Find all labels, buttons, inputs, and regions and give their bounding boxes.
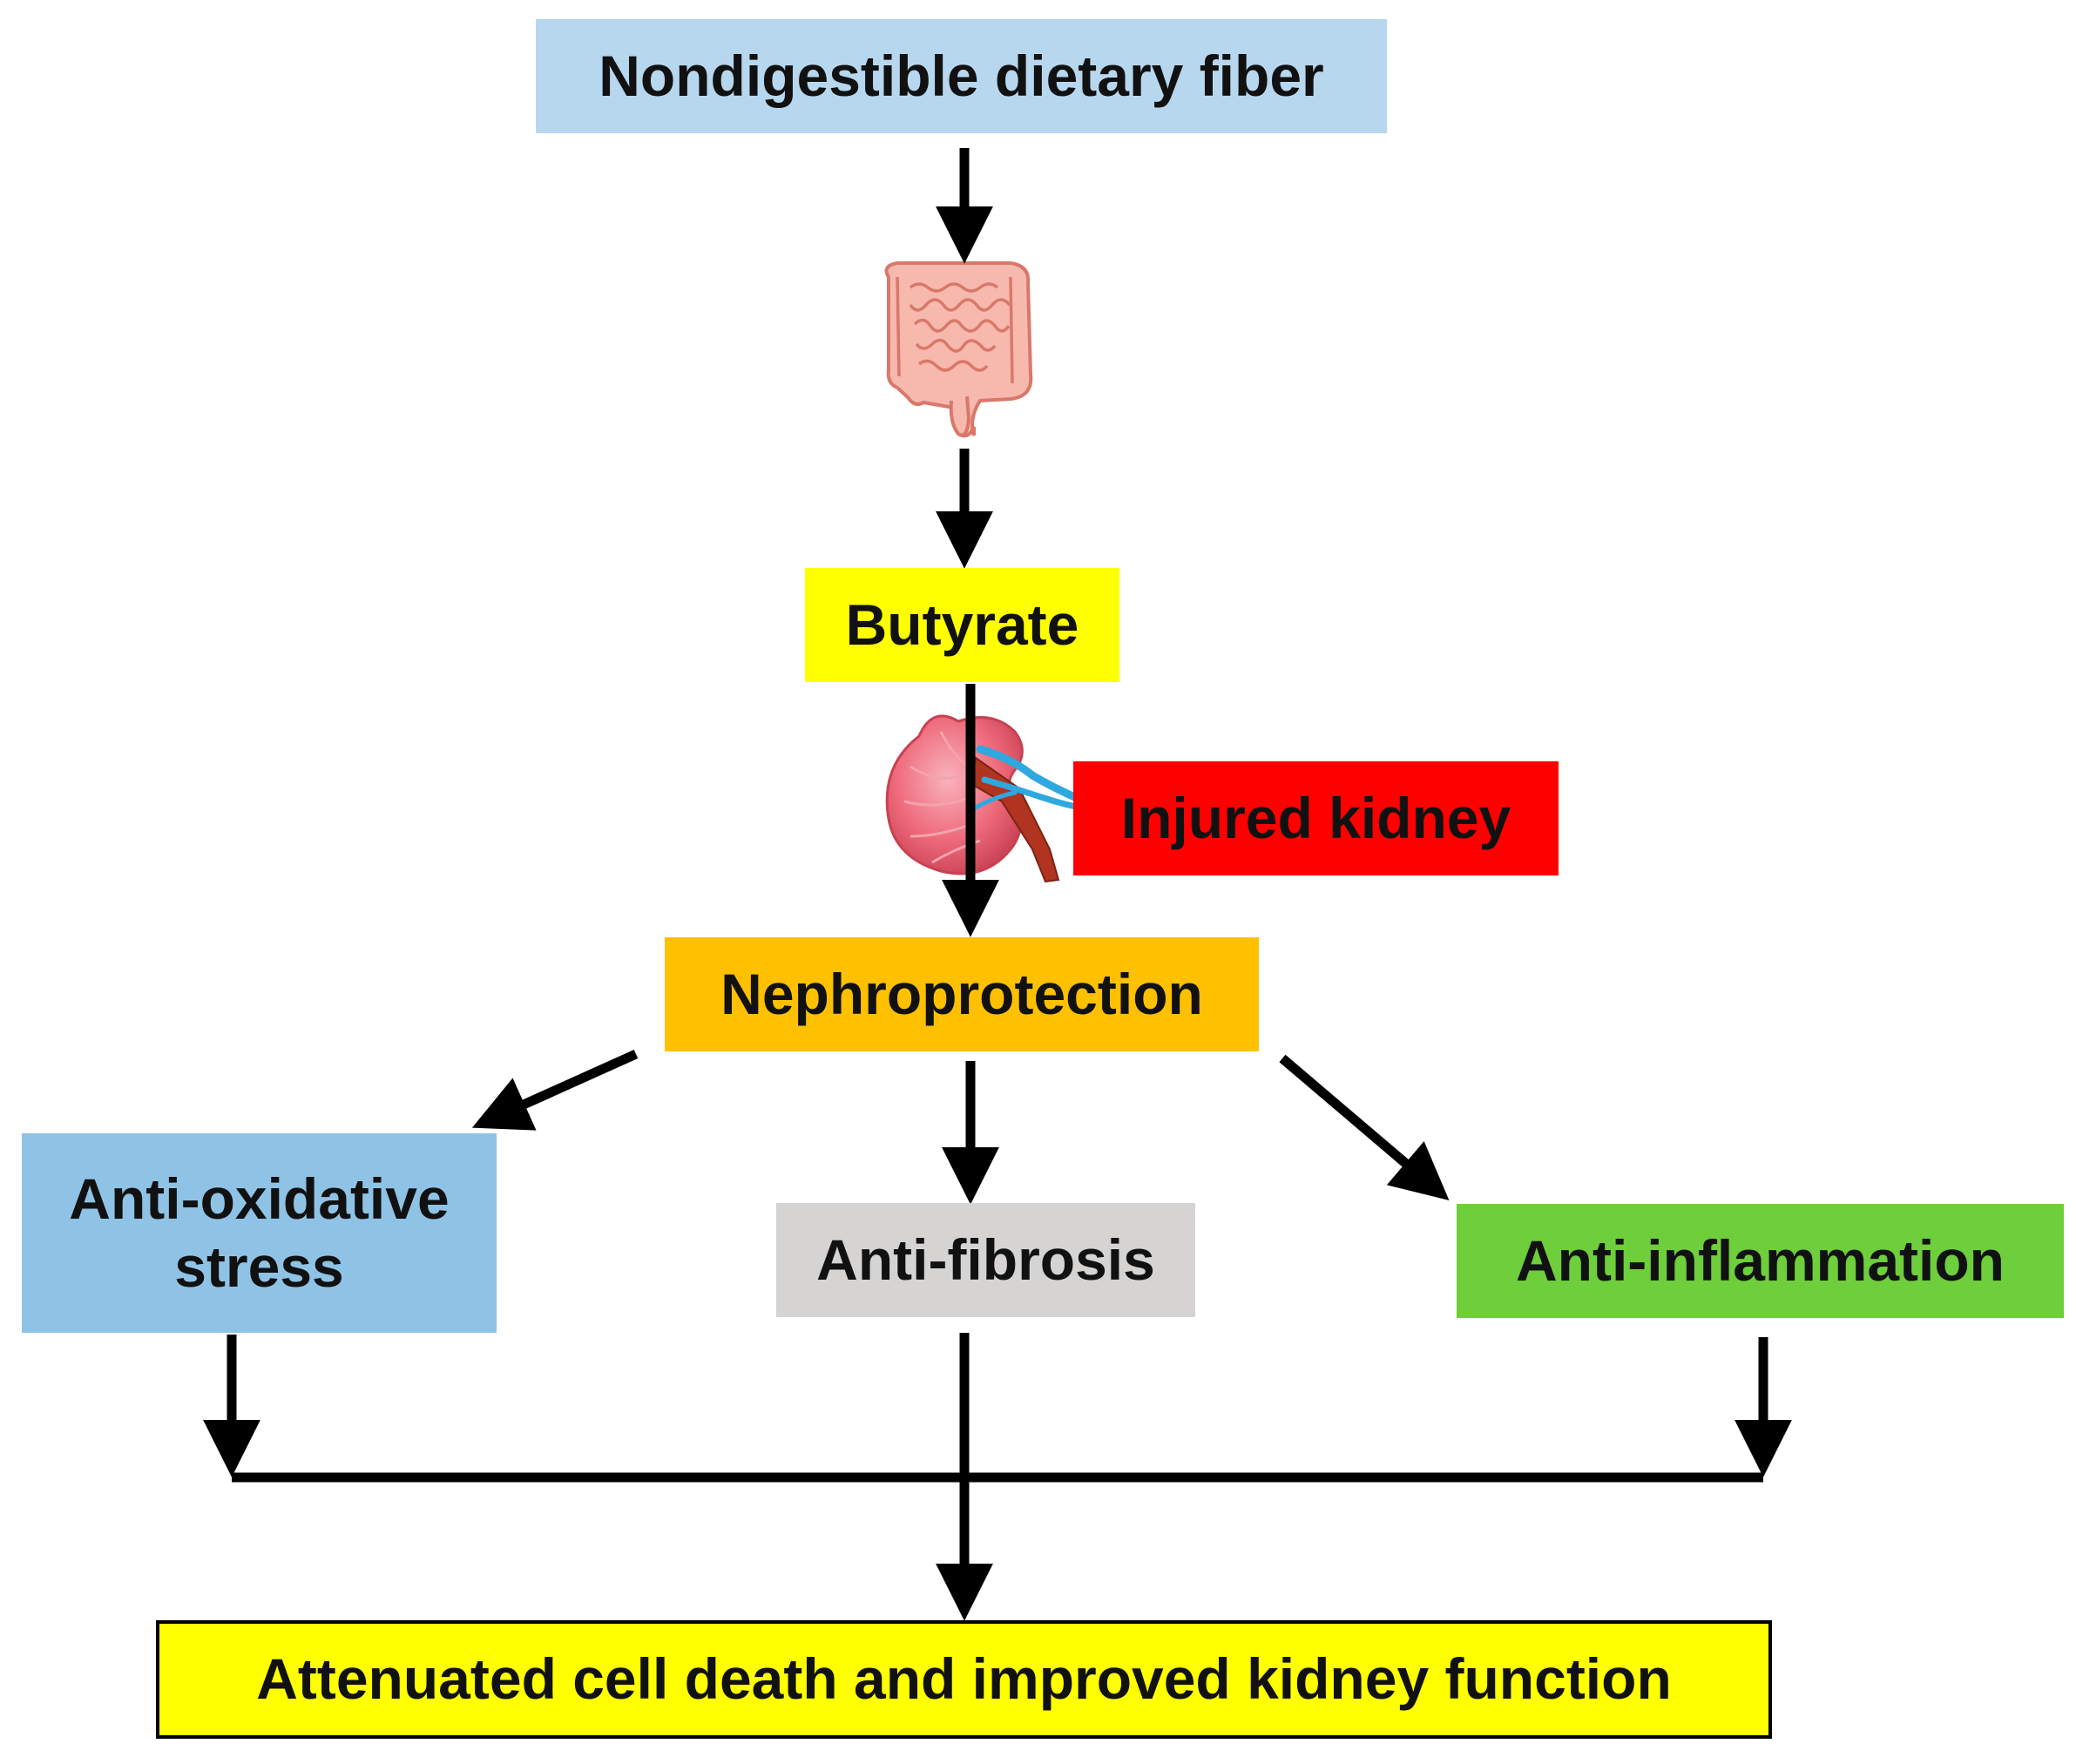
node-dietary-fiber: Nondigestible dietary fiber xyxy=(536,19,1387,133)
node-butyrate: Butyrate xyxy=(805,568,1119,682)
node-outcome-label: Attenuated cell death and improved kidne… xyxy=(256,1646,1672,1712)
node-anti-fibrosis: Anti-fibrosis xyxy=(776,1203,1195,1317)
node-dietary-fiber-label: Nondigestible dietary fiber xyxy=(598,43,1324,108)
intestine-icon xyxy=(884,261,1033,438)
node-anti-oxidative-line2: stress xyxy=(174,1233,344,1299)
node-outcome: Attenuated cell death and improved kidne… xyxy=(156,1620,1772,1739)
node-anti-oxidative-line1: Anti-oxidative xyxy=(69,1166,450,1231)
node-anti-inflammation: Anti-inflammation xyxy=(1457,1204,2064,1318)
node-anti-inflammation-label: Anti-inflammation xyxy=(1516,1227,2005,1293)
arrow-nephro-to-oxid xyxy=(471,1049,639,1131)
node-nephroprotection: Nephroprotection xyxy=(665,937,1259,1051)
node-anti-oxidative-stress: Anti-oxidative stress xyxy=(22,1133,497,1333)
node-butyrate-label: Butyrate xyxy=(845,591,1079,657)
arrow-nephro-to-inflam xyxy=(1279,1054,1450,1200)
kidney-icon xyxy=(885,714,1097,883)
node-injured-kidney: Injured kidney xyxy=(1073,761,1559,875)
node-injured-kidney-label: Injured kidney xyxy=(1120,785,1511,850)
node-anti-fibrosis-label: Anti-fibrosis xyxy=(816,1227,1155,1292)
node-nephroprotection-label: Nephroprotection xyxy=(720,961,1203,1026)
